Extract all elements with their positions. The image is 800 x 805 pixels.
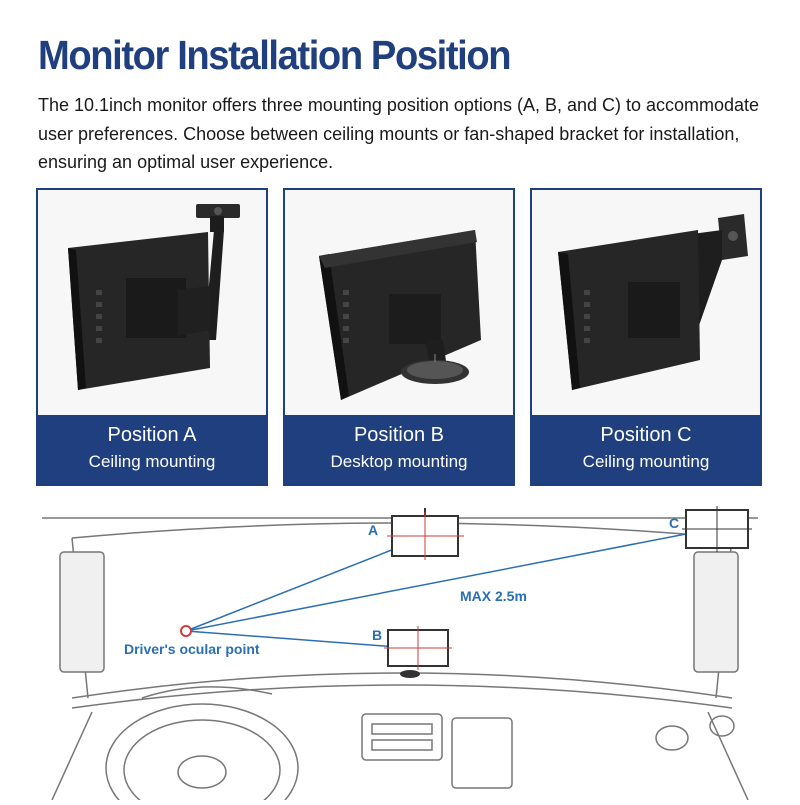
monitor-ceiling-mount-image — [38, 190, 266, 420]
position-b-subtitle: Desktop mounting — [330, 452, 468, 471]
cab-diagram: A C B MAX 2.5m Driver's ocular point — [32, 498, 768, 805]
position-a-card: Position A Ceiling mounting — [36, 188, 268, 486]
position-c-subtitle: Ceiling mounting — [582, 452, 710, 471]
label-b: B — [372, 627, 383, 643]
truck-cab-sketch — [32, 498, 768, 805]
position-c-card: Position C Ceiling mounting — [530, 188, 762, 486]
position-a-caption: Position A Ceiling mounting — [38, 415, 266, 484]
position-c-caption: Position C Ceiling mounting — [532, 415, 760, 484]
label-a: A — [368, 522, 379, 538]
distance-label: MAX 2.5m — [460, 588, 527, 604]
ocular-point-label: Driver's ocular point — [124, 641, 260, 657]
page-title: Monitor Installation Position — [38, 32, 512, 78]
position-b-caption: Position B Desktop mounting — [285, 415, 513, 484]
position-b-card: Position B Desktop mounting — [283, 188, 515, 486]
position-c-title: Position C — [600, 424, 692, 446]
label-c: C — [669, 515, 680, 531]
position-a-subtitle: Ceiling mounting — [88, 452, 216, 471]
description-text: The 10.1inch monitor offers three mounti… — [38, 95, 760, 172]
monitor-desktop-mount-image — [285, 190, 513, 420]
position-b-title: Position B — [353, 424, 445, 446]
position-a-title: Position A — [107, 424, 197, 446]
monitor-side-mount-image — [532, 190, 760, 420]
ocular-point-marker — [180, 625, 192, 637]
